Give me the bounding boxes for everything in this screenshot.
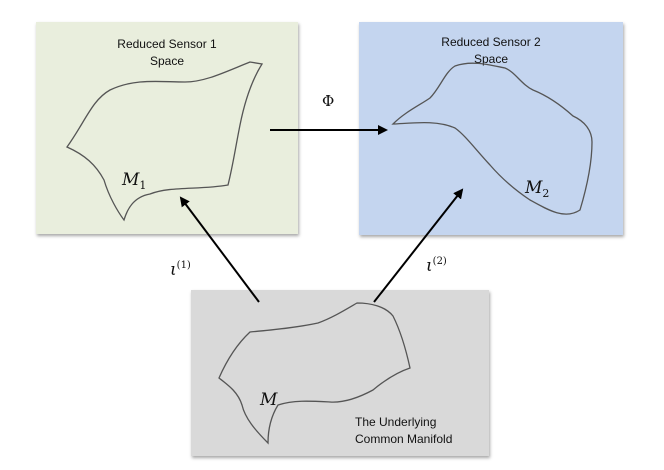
embed-2-label-sup: (2) bbox=[433, 256, 447, 267]
manifold-2-shape bbox=[391, 62, 593, 215]
manifold-1-label-main: M bbox=[121, 170, 140, 190]
common-manifold-title: The Underlying Common Manifold bbox=[355, 415, 453, 446]
common-manifold-label: M bbox=[259, 390, 278, 410]
embed-2-label-main: ι bbox=[426, 256, 433, 276]
common-manifold-shape bbox=[218, 302, 411, 445]
common-manifold-label-main: M bbox=[259, 390, 278, 410]
embed-1-label-sup: (1) bbox=[177, 260, 191, 271]
sensor2-space-title: Reduced Sensor 2 Space bbox=[441, 35, 541, 66]
manifold-2-label: M2 bbox=[524, 178, 549, 200]
manifold-1-label-sub: 1 bbox=[139, 179, 146, 192]
embed-1-label: ι(1) bbox=[170, 260, 191, 280]
common-manifold-panel: The Underlying Common Manifold bbox=[191, 290, 489, 456]
sensor1-space-title: Reduced Sensor 1 Space bbox=[117, 37, 217, 68]
sensor2-space-panel: Reduced Sensor 2 Space bbox=[359, 22, 623, 235]
embed-2-label: ι(2) bbox=[426, 256, 447, 276]
embed-2-arrow bbox=[373, 188, 464, 303]
embed-1-arrow bbox=[179, 196, 260, 303]
phi-label: Φ bbox=[322, 92, 334, 110]
embed-1-label-main: ι bbox=[170, 260, 177, 280]
manifold-2-label-sub: 2 bbox=[542, 187, 549, 200]
manifold-2-label-main: M bbox=[524, 178, 543, 198]
manifold-1-shape bbox=[66, 61, 264, 222]
manifold-1-label: M1 bbox=[121, 170, 146, 192]
